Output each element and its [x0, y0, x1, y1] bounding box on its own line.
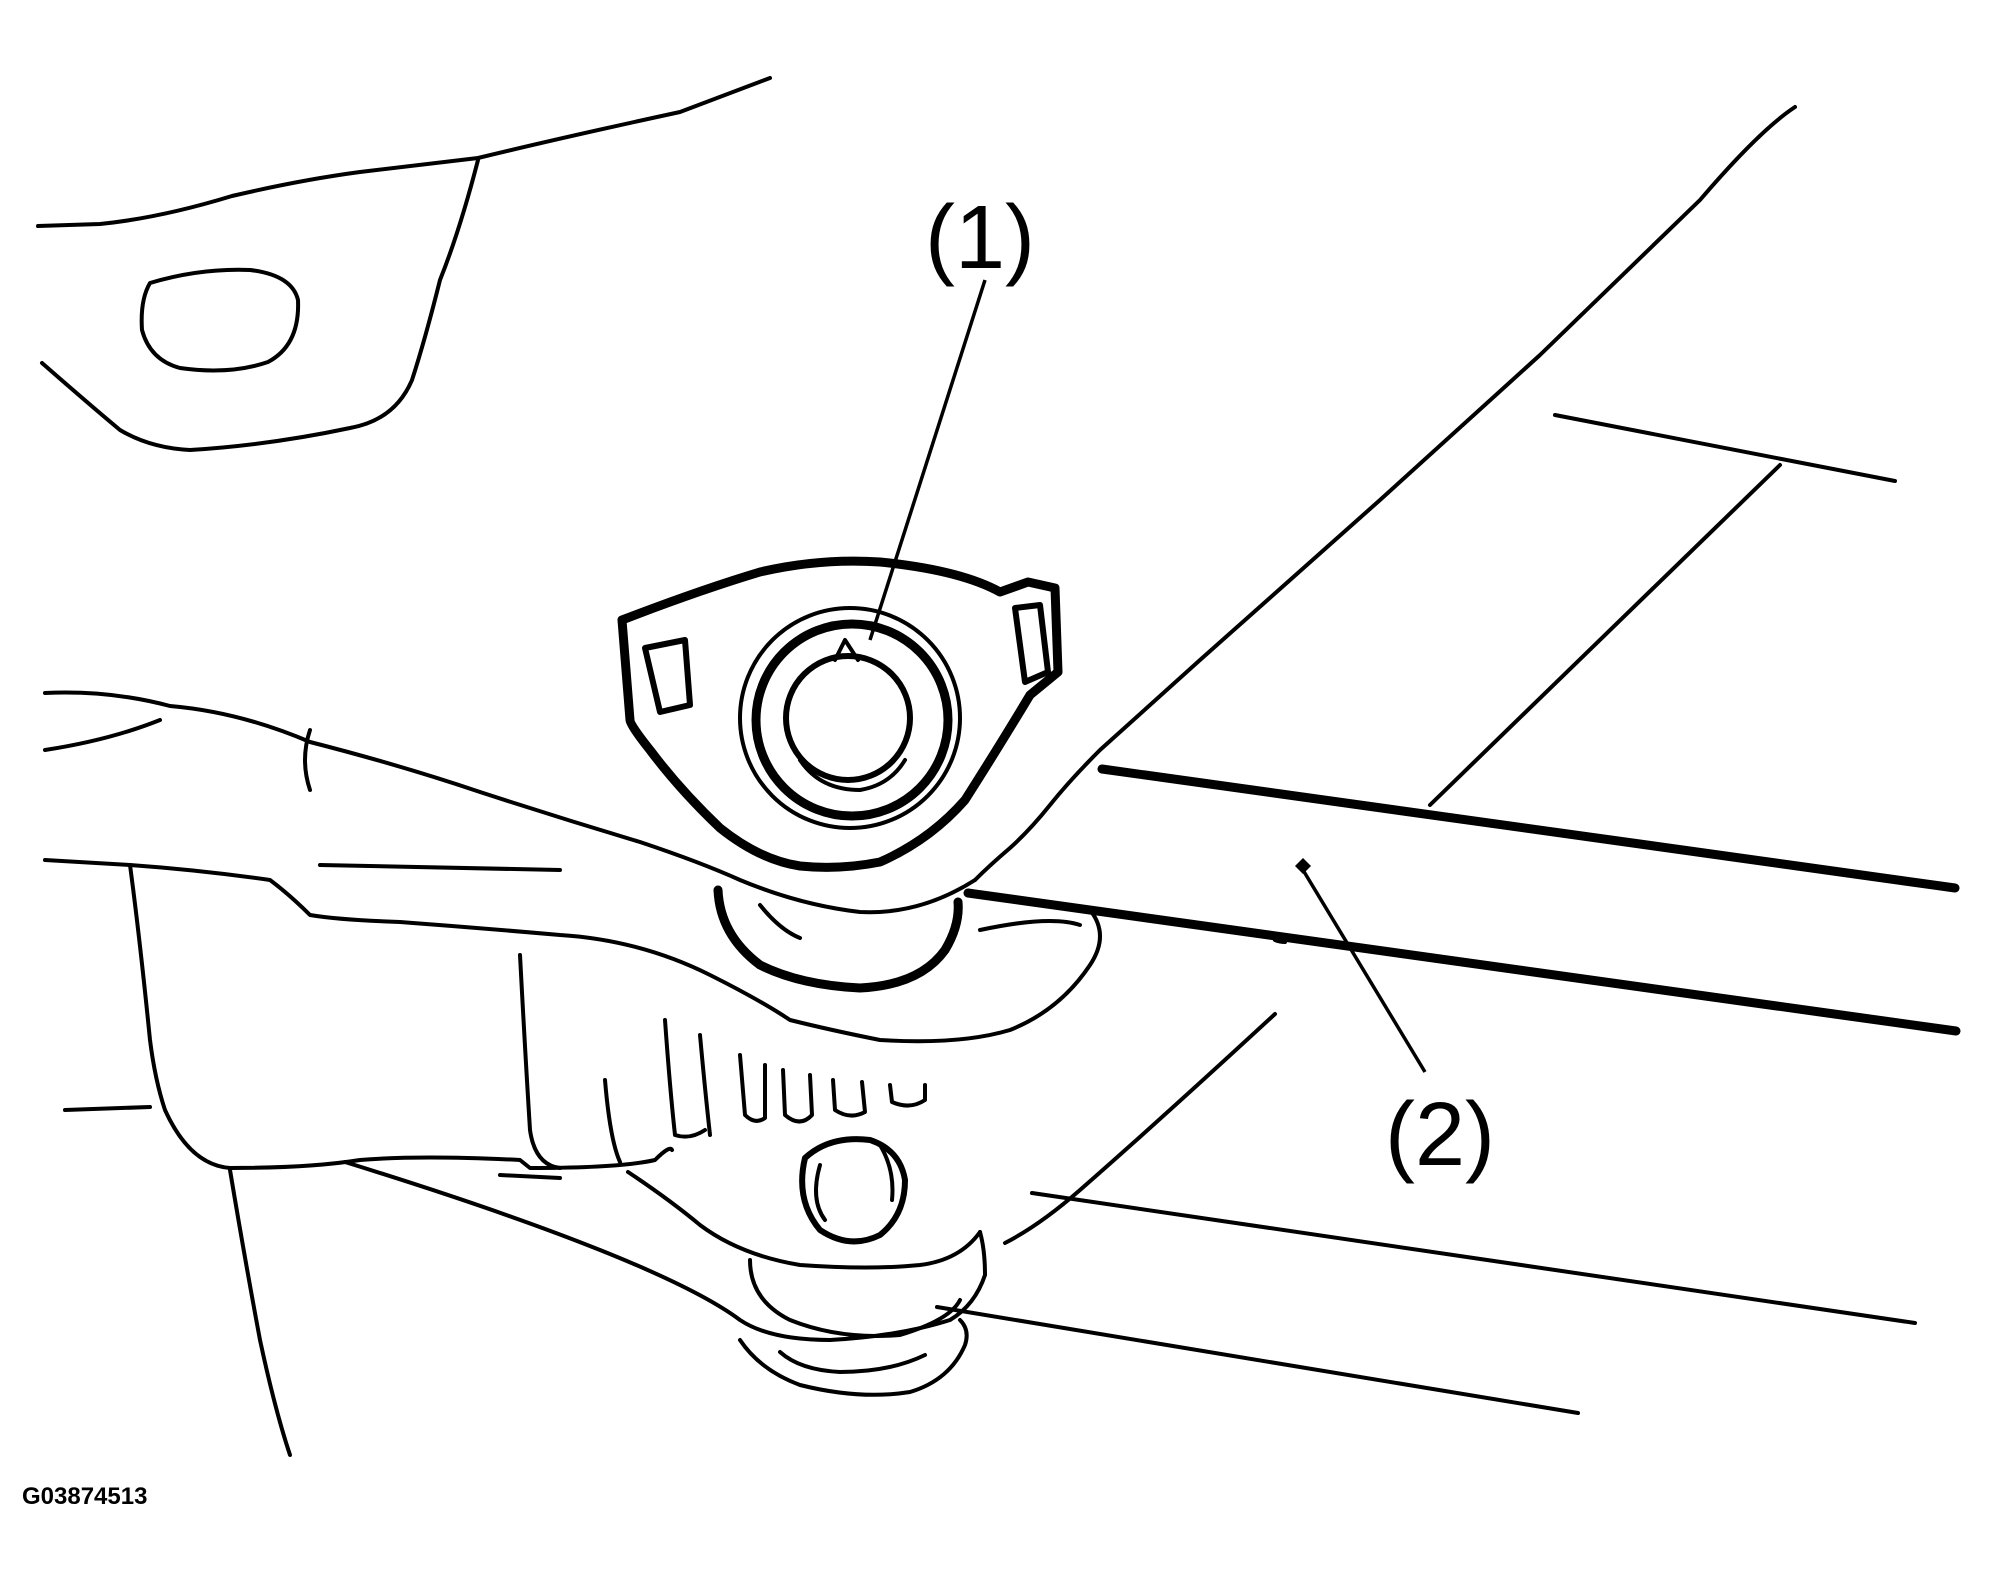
- callout-1-label: (1): [925, 188, 1035, 288]
- diagonal-arm: [973, 105, 1797, 1245]
- lower-control-arm: [43, 690, 1102, 1457]
- bushing: [713, 885, 1082, 993]
- leader-2-marker-icon: [1295, 858, 1311, 874]
- leader-line-2: [1301, 869, 1427, 1073]
- leader-lines: [868, 279, 1427, 1073]
- figure-id: G03874513: [22, 1483, 147, 1510]
- frame-rails: [935, 413, 1961, 1415]
- bolt-outer-ring: [751, 619, 953, 821]
- callout-2-label: (2): [1385, 1085, 1495, 1185]
- lower-bolt: [799, 1136, 908, 1245]
- bolt-head: [783, 653, 913, 783]
- clamp-ribs: [518, 953, 927, 1170]
- lower-bushing: [738, 1258, 969, 1397]
- leader-line-1: [868, 279, 987, 641]
- upper-body-panel: [36, 76, 772, 452]
- bolt-assembly: [617, 556, 1063, 872]
